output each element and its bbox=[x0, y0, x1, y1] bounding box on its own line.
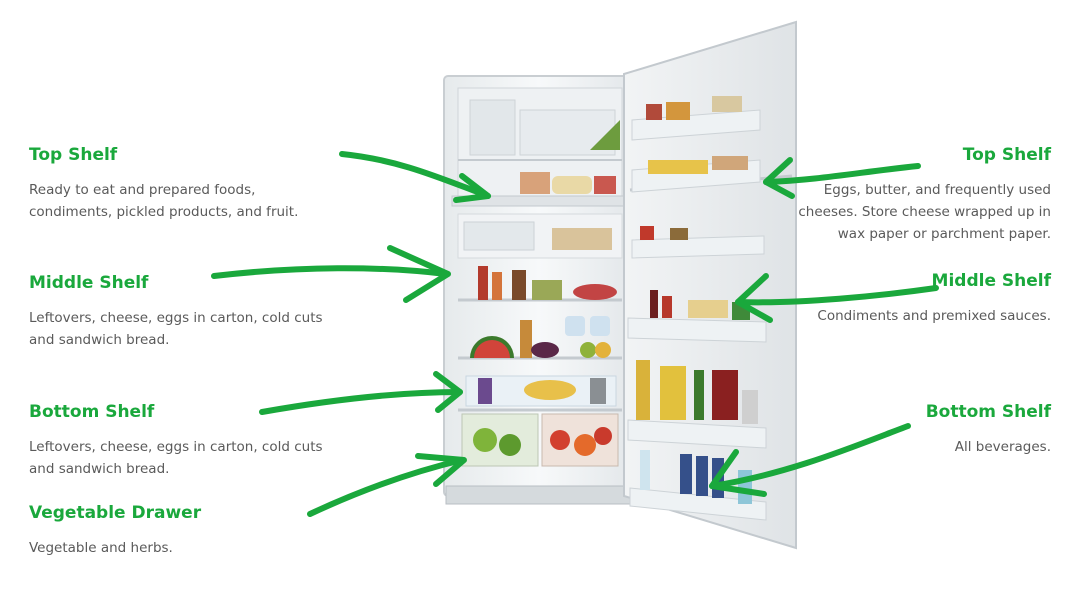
fridge-body bbox=[443, 75, 637, 505]
arrow-right-middle bbox=[735, 285, 939, 306]
right-top-shelf-desc: Eggs, butter, and frequently used cheese… bbox=[798, 182, 1051, 242]
right-middle-shelf-title: Middle Shelf bbox=[931, 271, 1051, 291]
right-bottom-shelf-title: Bottom Shelf bbox=[925, 402, 1051, 422]
arrow-left-middle bbox=[211, 265, 449, 279]
arrow-right-top bbox=[763, 163, 921, 185]
left-top-shelf-desc: Ready to eat and prepared foods, condime… bbox=[29, 182, 299, 220]
arrow-left-bottom bbox=[259, 389, 463, 415]
right-middle-shelf-label: Middle Shelf Condiments and premixed sau… bbox=[781, 271, 1051, 327]
right-middle-shelf-desc: Condiments and premixed sauces. bbox=[817, 308, 1051, 324]
left-top-shelf-label: Top Shelf Ready to eat and prepared food… bbox=[29, 145, 329, 223]
vegetable-drawer-desc: Vegetable and herbs. bbox=[29, 540, 173, 556]
right-top-shelf-label: Top Shelf Eggs, butter, and frequently u… bbox=[791, 145, 1051, 245]
left-bottom-shelf-label: Bottom Shelf Leftovers, cheese, eggs in … bbox=[29, 402, 329, 480]
arrow-left-vegetable bbox=[307, 457, 465, 517]
arrow-left-top bbox=[339, 151, 491, 199]
right-bottom-shelf-desc: All beverages. bbox=[954, 439, 1051, 455]
left-middle-shelf-desc: Leftovers, cheese, eggs in carton, cold … bbox=[29, 310, 323, 348]
fridge-door bbox=[623, 20, 797, 550]
arrows bbox=[211, 151, 939, 517]
left-top-shelf-title: Top Shelf bbox=[29, 145, 118, 165]
left-middle-shelf-title: Middle Shelf bbox=[29, 273, 149, 293]
left-bottom-shelf-desc: Leftovers, cheese, eggs in carton, cold … bbox=[29, 439, 323, 477]
arrow-right-bottom bbox=[709, 423, 911, 489]
left-bottom-shelf-title: Bottom Shelf bbox=[29, 402, 155, 422]
left-middle-shelf-label: Middle Shelf Leftovers, cheese, eggs in … bbox=[29, 273, 329, 351]
vegetable-drawer-title: Vegetable Drawer bbox=[29, 503, 202, 523]
vegetable-drawer-label: Vegetable Drawer Vegetable and herbs. bbox=[29, 503, 329, 559]
right-bottom-shelf-label: Bottom Shelf All beverages. bbox=[781, 402, 1051, 458]
right-top-shelf-title: Top Shelf bbox=[962, 145, 1051, 165]
